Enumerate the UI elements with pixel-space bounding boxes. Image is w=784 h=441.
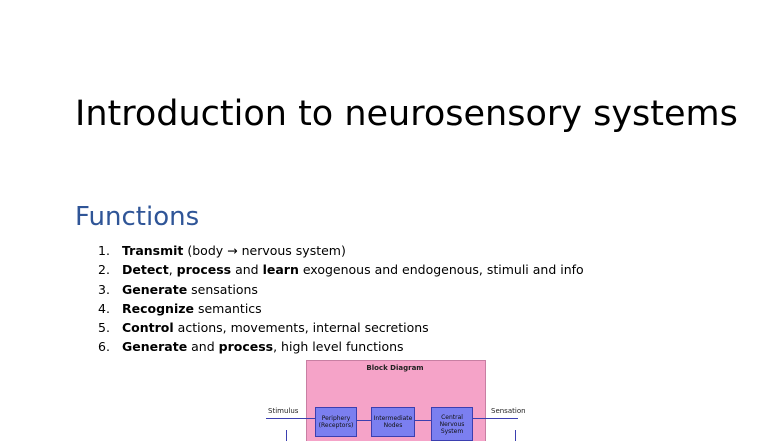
list-item-number: 4. xyxy=(98,300,110,316)
list-item-keyword: learn xyxy=(262,262,299,278)
list-item-segment: and xyxy=(187,339,219,355)
list-item-segment: exogenous and endogenous, stimuli and in… xyxy=(298,262,584,278)
list-item: 2. Detect, process and learn exogenous an… xyxy=(98,260,584,279)
block-cns: Central Nervous System xyxy=(431,407,473,441)
feedback-line-left xyxy=(286,430,287,441)
list-item-number: 3. xyxy=(98,281,110,297)
connector-2 xyxy=(414,420,431,421)
list-item: 1. Transmit (body → nervous system) xyxy=(98,241,584,260)
sensation-arrow-line xyxy=(472,418,518,419)
list-item-segment: (body → nervous system) xyxy=(183,243,346,258)
list-item-number: 1. xyxy=(98,243,110,258)
list-item-text: Generate sensations xyxy=(122,280,258,299)
sensation-label: Sensation xyxy=(491,407,526,415)
list-item-number: 5. xyxy=(98,320,110,336)
connector-1 xyxy=(356,420,371,421)
list-item-text: Recognize semantics xyxy=(122,299,262,318)
list-item-keyword: Generate xyxy=(122,339,188,355)
list-item-segment: actions, movements, internal secretions xyxy=(173,320,429,336)
list-item-number: 2. xyxy=(98,262,110,278)
list-item-segment: semantics xyxy=(194,300,262,316)
list-item: 3. Generate sensations xyxy=(98,280,584,299)
list-item-text: Generate and process, high level functio… xyxy=(122,337,404,356)
block-periphery: Periphery (Receptors) xyxy=(315,407,357,437)
list-item-keyword: Control xyxy=(122,320,174,336)
list-item-number: 6. xyxy=(98,339,110,355)
block-diagram: Block Diagram Stimulus Periphery (Recept… xyxy=(258,360,538,441)
functions-list: 1. Transmit (body → nervous system) 2. Dete… xyxy=(98,241,584,357)
list-item: 6. Generate and process, high level funct… xyxy=(98,337,584,356)
stimulus-label: Stimulus xyxy=(268,407,299,415)
block-intermediate: Intermediate Nodes xyxy=(371,407,415,437)
list-item-keyword: Recognize xyxy=(122,300,194,316)
slide-subtitle: Functions xyxy=(75,202,200,232)
list-item-keyword: Transmit xyxy=(122,243,184,258)
list-item-keyword: process xyxy=(176,262,232,278)
diagram-title: Block Diagram xyxy=(366,364,424,372)
list-item-text: Detect, process and learn exogenous and … xyxy=(122,260,584,279)
list-item-segment: , high level functions xyxy=(273,339,404,355)
slide-title: Introduction to neurosensory systems xyxy=(75,94,738,134)
list-item-keyword: Detect xyxy=(122,262,169,278)
stimulus-arrow-line xyxy=(266,418,315,419)
list-item-text: Transmit (body → nervous system) xyxy=(122,241,346,260)
feedback-line-right xyxy=(515,430,516,441)
list-item-segment: and xyxy=(231,262,263,278)
list-item: 4. Recognize semantics xyxy=(98,299,584,318)
list-item: 5. Control actions, movements, internal s… xyxy=(98,318,584,337)
list-item-keyword: Generate xyxy=(122,281,188,297)
list-item-segment: sensations xyxy=(187,281,258,297)
list-item-keyword: process xyxy=(218,339,274,355)
list-item-text: Control actions, movements, internal sec… xyxy=(122,318,429,337)
list-item-segment: , xyxy=(168,262,177,278)
